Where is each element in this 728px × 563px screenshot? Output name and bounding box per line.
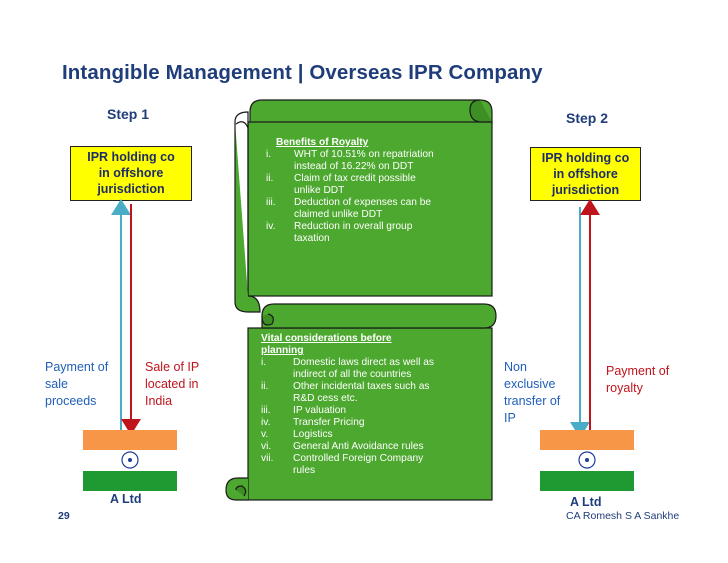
- item-line: claimed unlike DDT: [294, 209, 383, 220]
- step1-sale-label: Sale of IP located in India: [145, 359, 199, 410]
- box-line: in offshore: [98, 166, 164, 180]
- item-num: iv.: [266, 221, 276, 232]
- step1-ipr-holding-box: IPR holding co in offshore jurisdiction: [70, 146, 192, 201]
- considerations-heading-line: planning: [261, 345, 304, 356]
- item-line: WHT of 10.51% on repatriation: [294, 149, 434, 160]
- step2-royalty-label: Payment of royalty: [606, 363, 669, 397]
- benefits-text: Benefits of Royalty i. WHT of 10.51% on …: [262, 137, 484, 245]
- item-line: Reduction in overall group: [294, 221, 413, 232]
- india-flag-step2: [540, 430, 634, 491]
- item-num: i.: [266, 149, 272, 160]
- considerations-heading-line: Vital considerations before: [261, 333, 392, 344]
- box-line: jurisdiction: [551, 183, 620, 197]
- item-line: indirect of all the countries: [293, 369, 412, 380]
- item-line: instead of 16.22% on DDT: [294, 161, 414, 172]
- box-line: in offshore: [553, 167, 618, 181]
- step2-ipr-holding-box: IPR holding co in offshore jurisdiction: [530, 147, 641, 201]
- box-line: IPR holding co: [541, 151, 630, 165]
- text-line: exclusive: [504, 377, 556, 391]
- text-line: Sale of IP: [145, 360, 200, 374]
- considerations-text: Vital considerations before planning i. …: [261, 333, 487, 477]
- item-line: Transfer Pricing: [293, 417, 365, 428]
- item-line: IP valuation: [293, 405, 347, 416]
- text-line: Payment of: [45, 360, 109, 374]
- item-line: unlike DDT: [294, 185, 345, 196]
- slide-title: Intangible Management | Overseas IPR Com…: [62, 61, 543, 84]
- step1-payment-label: Payment of sale proceeds: [45, 359, 108, 410]
- consideration-item: iv. Transfer Pricing: [261, 417, 487, 429]
- box-line: jurisdiction: [97, 182, 165, 196]
- item-num: vii.: [261, 453, 274, 464]
- text-line: sale: [45, 377, 68, 391]
- item-line: R&D cess etc.: [293, 393, 358, 404]
- page-number: 29: [58, 510, 70, 522]
- item-num: v.: [261, 429, 269, 440]
- item-num: i.: [261, 357, 267, 368]
- item-num: vi.: [261, 441, 272, 452]
- benefits-heading: Benefits of Royalty: [276, 137, 369, 148]
- benefits-scroll: [234, 99, 493, 313]
- item-line: Domestic laws direct as well as: [293, 357, 434, 368]
- item-line: Logistics: [293, 429, 333, 440]
- text-line: proceeds: [45, 394, 97, 408]
- india-flag-step1: [83, 430, 177, 491]
- consideration-item: v. Logistics: [261, 429, 487, 441]
- text-line: located in: [145, 377, 199, 391]
- item-line: rules: [293, 465, 316, 476]
- step2-transfer-label: Non exclusive transfer of IP: [504, 359, 560, 427]
- item-line: Other incidental taxes such as: [293, 381, 430, 392]
- text-line: Non: [504, 360, 527, 374]
- step1-label: Step 1: [107, 106, 150, 122]
- text-line: royalty: [606, 381, 643, 395]
- item-line: Deduction of expenses can be: [294, 197, 432, 208]
- text-line: Payment of: [606, 364, 670, 378]
- item-line: taxation: [294, 233, 330, 244]
- consideration-item: iii. IP valuation: [261, 405, 487, 417]
- step1-entity-label: A Ltd: [110, 492, 142, 506]
- considerations-scroll: [225, 303, 497, 501]
- box-line: IPR holding co: [87, 150, 175, 164]
- text-line: India: [145, 394, 173, 408]
- item-num: ii.: [261, 381, 269, 392]
- step2-entity-label: A Ltd: [570, 495, 602, 509]
- step2-label: Step 2: [566, 110, 609, 126]
- item-num: iv.: [261, 417, 271, 428]
- item-line: Claim of tax credit possible: [294, 173, 416, 184]
- text-line: IP: [504, 411, 516, 425]
- item-num: iii.: [261, 405, 271, 416]
- item-line: Controlled Foreign Company: [293, 453, 424, 464]
- item-line: General Anti Avoidance rules: [293, 441, 424, 452]
- text-line: transfer of: [504, 394, 561, 408]
- item-num: ii.: [266, 173, 274, 184]
- item-num: iii.: [266, 197, 276, 208]
- author-credit: CA Romesh S A Sankhe: [566, 510, 680, 522]
- consideration-item: vi. General Anti Avoidance rules: [261, 441, 487, 453]
